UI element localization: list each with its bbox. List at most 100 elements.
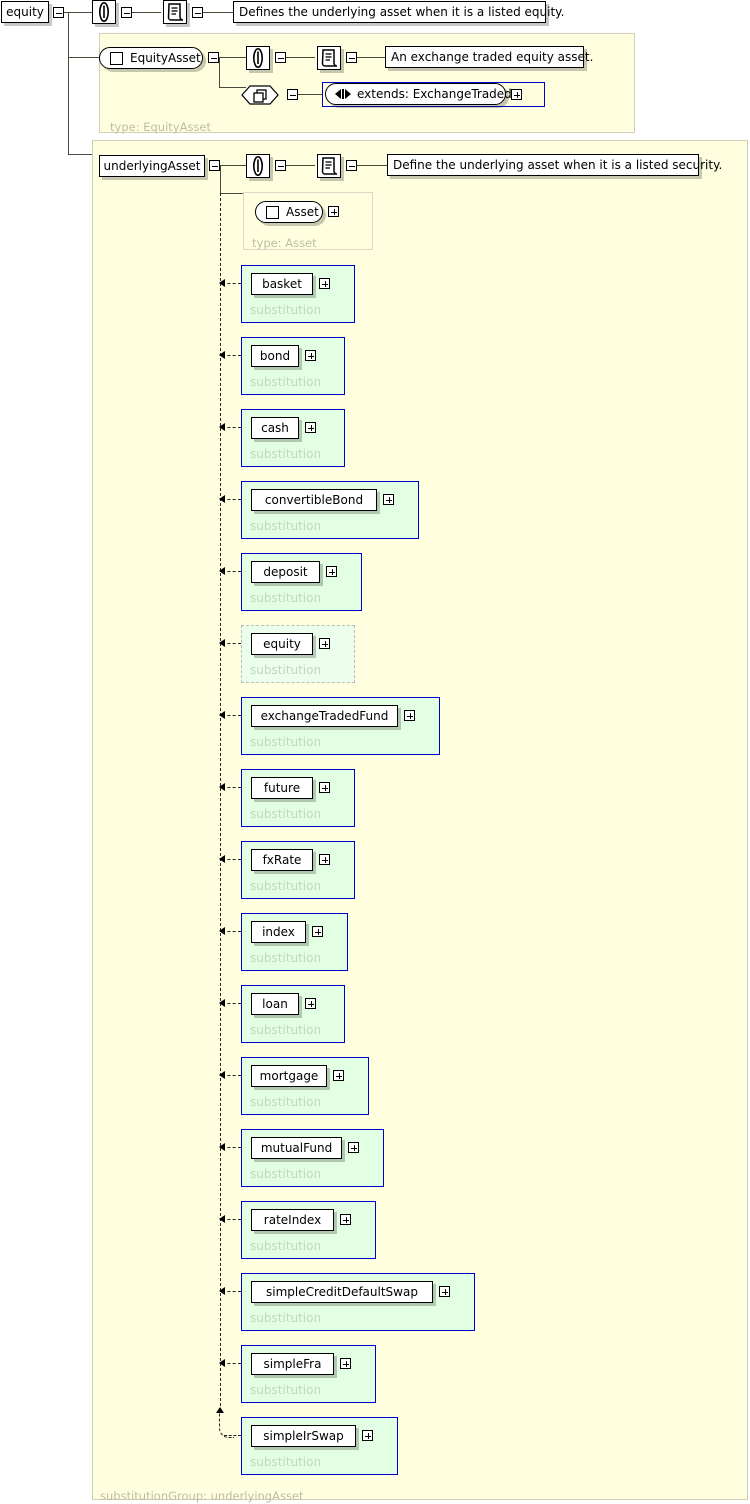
substitution-arrow-icon	[219, 855, 225, 863]
substitution-caption: substitution	[250, 879, 322, 893]
substitution-expander-mutualfund[interactable]	[348, 1142, 359, 1153]
substitution-expander-bond[interactable]	[305, 350, 316, 361]
underlyingasset-expander[interactable]	[209, 160, 220, 171]
equity-expander[interactable]	[53, 7, 64, 18]
extension-expander[interactable]	[287, 89, 298, 100]
equityasset-documentation-expander[interactable]	[346, 52, 357, 63]
connector-annotation-to-documentation	[132, 12, 161, 13]
substitution-expander-simplefra[interactable]	[340, 1358, 351, 1369]
substitution-node-mortgage[interactable]: mortgage	[251, 1065, 327, 1087]
substitution-node-future[interactable]: future	[251, 777, 313, 799]
substitution-node-label: convertibleBond	[264, 493, 364, 507]
substitution-node-loan[interactable]: loan	[251, 993, 299, 1015]
substitution-expander-rateindex[interactable]	[340, 1214, 351, 1225]
underlyingasset-annotation-expander[interactable]	[275, 160, 286, 171]
substitution-node-basket[interactable]: basket	[251, 273, 313, 295]
substitution-node-label: mortgage	[259, 1069, 319, 1083]
asset-node[interactable]: Asset	[255, 201, 323, 223]
substitution-expander-fxrate[interactable]	[319, 854, 330, 865]
substitution-expander-mortgage[interactable]	[333, 1070, 344, 1081]
asset-expander[interactable]	[328, 206, 339, 217]
substitution-node-label: simpleFra	[263, 1357, 322, 1371]
annotation-expander[interactable]	[121, 7, 132, 18]
connector-equity-to-annotation	[64, 12, 92, 13]
substitution-node-exchangetradedfund[interactable]: exchangeTradedFund	[251, 705, 398, 727]
substitution-arrow-icon	[219, 783, 225, 791]
substitution-node-mutualfund[interactable]: mutualFund	[251, 1137, 342, 1159]
substitution-expander-future[interactable]	[319, 782, 330, 793]
substitution-caption: substitution	[250, 951, 322, 965]
substitution-node-label: index	[262, 925, 295, 939]
substitution-arrow-icon	[219, 1359, 225, 1367]
substitution-node-fxrate[interactable]: fxRate	[251, 849, 313, 871]
documentation-expander[interactable]	[192, 7, 203, 18]
root-documentation-text: Defines the underlying asset when it is …	[239, 5, 565, 19]
substitution-node-label: loan	[262, 997, 288, 1011]
substitution-node-rateindex[interactable]: rateIndex	[251, 1209, 334, 1231]
substitution-caption: substitution	[250, 1095, 322, 1109]
substitution-node-convertiblebond[interactable]: convertibleBond	[251, 489, 377, 511]
paperclip-icon-equityasset	[246, 46, 270, 70]
extends-exchangetraded-node[interactable]: extends: ExchangeTraded	[325, 83, 512, 105]
substitution-node-label: exchangeTradedFund	[260, 709, 389, 723]
substitution-expander-exchangetradedfund[interactable]	[404, 710, 415, 721]
equityasset-node[interactable]: EquityAsset	[99, 47, 203, 69]
equityasset-annotation-expander[interactable]	[275, 52, 286, 63]
connector-underlyingasset-annotation-to-doc	[286, 165, 315, 166]
extends-exchangetraded-expander[interactable]	[511, 89, 522, 100]
substitution-spine	[220, 193, 221, 1411]
substitution-expander-simplecreditdefaultswap[interactable]	[439, 1286, 450, 1297]
substitution-caption: substitution	[250, 807, 322, 821]
underlyingasset-node[interactable]: underlyingAsset	[99, 155, 205, 177]
document-scroll-icon	[163, 0, 187, 24]
paperclip-icon-underlyingasset	[246, 154, 270, 178]
substitution-connector	[222, 571, 241, 572]
connector-extension-to-extends	[298, 94, 322, 95]
substitution-node-deposit[interactable]: deposit	[251, 561, 320, 583]
substitution-arrow-icon	[219, 351, 225, 359]
substitution-expander-convertiblebond[interactable]	[383, 494, 394, 505]
substitution-arrow-icon	[219, 495, 225, 503]
substitution-connector	[222, 427, 241, 428]
equity-element-node[interactable]: equity	[1, 1, 49, 23]
connector-equityasset-branch-h	[219, 87, 246, 88]
extension-diamond-icon	[240, 83, 279, 105]
substitution-node-simpleirswap[interactable]: simpleIrSwap	[251, 1425, 356, 1447]
substitution-connector	[222, 931, 241, 932]
substitution-caption: substitution	[250, 663, 322, 677]
substitution-expander-cash[interactable]	[305, 422, 316, 433]
substitution-expander-equity[interactable]	[319, 638, 330, 649]
substitution-node-cash[interactable]: cash	[251, 417, 299, 439]
substitution-arrow-icon	[219, 423, 225, 431]
substitution-arrow-icon	[219, 1143, 225, 1151]
substitution-expander-simpleirswap[interactable]	[362, 1430, 373, 1441]
substitution-caption: substitution	[250, 1239, 322, 1253]
underlyingasset-documentation-expander[interactable]	[346, 160, 357, 171]
substitution-node-simplefra[interactable]: simpleFra	[251, 1353, 334, 1375]
substitution-node-index[interactable]: index	[251, 921, 306, 943]
substitution-node-bond[interactable]: bond	[251, 345, 299, 367]
substitution-connector	[222, 787, 241, 788]
connector-equityasset-doc-to-text	[357, 57, 385, 58]
substitution-expander-deposit[interactable]	[326, 566, 337, 577]
substitution-node-simplecreditdefaultswap[interactable]: simpleCreditDefaultSwap	[251, 1281, 433, 1303]
substitution-expander-loan[interactable]	[305, 998, 316, 1009]
substitution-expander-index[interactable]	[312, 926, 323, 937]
equityasset-expander[interactable]	[208, 52, 219, 63]
substitution-arrow-icon	[219, 711, 225, 719]
substitution-caption: substitution	[250, 519, 322, 533]
connector-underlyingasset-doc-to-text	[357, 165, 387, 166]
substitution-expander-basket[interactable]	[319, 278, 330, 289]
connector-to-equityasset-panel	[68, 57, 100, 58]
connector-equity-spine	[68, 12, 69, 154]
asset-type-label: type: Asset	[252, 236, 317, 250]
substitution-arrow-icon	[219, 1287, 225, 1295]
substitution-node-equity[interactable]: equity	[251, 633, 313, 655]
substitution-connector	[222, 283, 241, 284]
substitution-node-label: mutualFund	[260, 1141, 333, 1155]
substitution-connector	[222, 1291, 241, 1292]
substitution-connector	[222, 1003, 241, 1004]
document-scroll-icon-underlyingasset	[317, 154, 341, 178]
substitution-arrow-icon-last	[216, 1407, 224, 1413]
